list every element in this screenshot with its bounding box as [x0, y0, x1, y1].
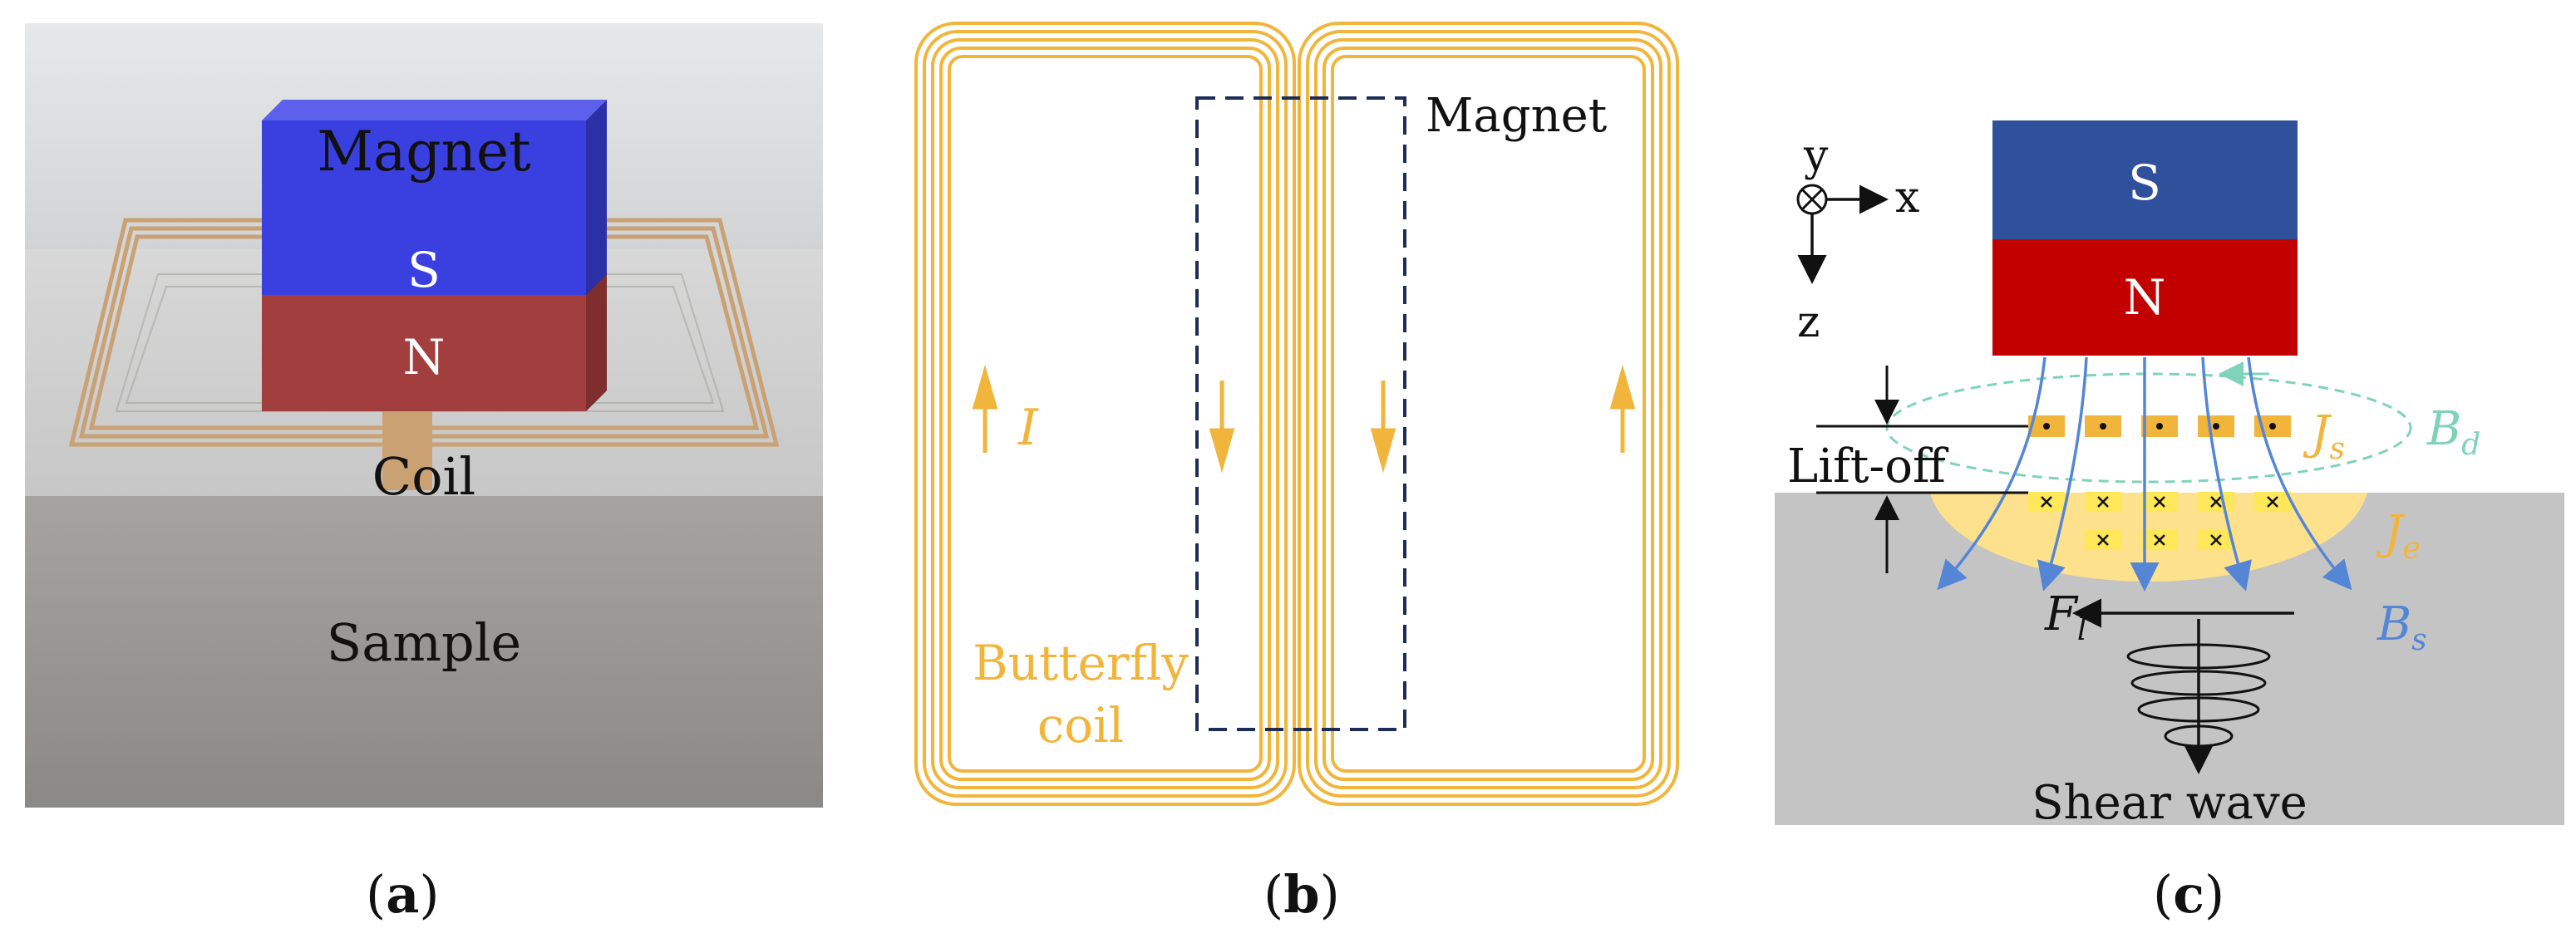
lorentz-force-label: Fl	[2044, 587, 2086, 647]
coil-label-line2: coil	[1037, 697, 1125, 754]
y-axis-label: y	[1803, 131, 1829, 181]
panel-b-illustration: Magnet I Butterfly coil	[914, 22, 1679, 806]
shear-wave-label: Shear wave	[2032, 776, 2308, 830]
sample-label: Sample	[327, 612, 521, 673]
caption-a: (a)	[366, 864, 440, 925]
current-arrowhead-up-right	[1609, 364, 1636, 410]
shear-wave-spiral	[2126, 643, 2271, 748]
coil-label: Coil	[372, 446, 475, 507]
butterfly-coil-left-loop	[914, 22, 1296, 806]
south-pole-label: S	[2128, 155, 2161, 211]
coil-label-line1: Butterfly	[973, 635, 1189, 691]
north-pole-label: N	[2124, 269, 2166, 326]
dynamic-field-label: Bd	[2426, 402, 2480, 462]
magnet-outline-dashed	[1195, 96, 1406, 731]
caption-c: (c)	[2153, 864, 2225, 925]
magnet-label: Magnet	[1426, 89, 1608, 143]
panel-a-illustration: Magnet S N Coil Sample	[25, 23, 823, 808]
north-pole-label: N	[403, 329, 446, 386]
magnet-south	[1992, 120, 2298, 239]
panel-c-illustration: S N y x z	[1775, 120, 2564, 830]
static-field-lines	[1937, 356, 2352, 592]
magnet-3d	[262, 100, 607, 411]
coil-current-label: Js	[2303, 406, 2345, 466]
panel-a: Magnet S N Coil Sample	[25, 0, 823, 831]
static-field-label: Bs	[2377, 597, 2427, 657]
caption-b: (b)	[1263, 864, 1340, 925]
sample-block	[25, 496, 823, 808]
liftoff-dimension	[1816, 366, 2028, 573]
current-label: I	[1017, 399, 1039, 457]
current-arrowhead-down-center-right	[1370, 428, 1396, 474]
butterfly-coil-right-loop	[1298, 22, 1679, 806]
current-in-crosses	[2041, 496, 2278, 546]
current-arrowhead-down-center-left	[1209, 428, 1235, 474]
z-axis-label: z	[1797, 297, 1820, 347]
coordinate-axes: y x z	[1796, 131, 1919, 347]
current-arrowhead-up-left	[972, 364, 998, 410]
panel-b: Magnet I Butterfly coil	[906, 0, 1687, 831]
magnet-label: Magnet	[317, 120, 530, 184]
current-out-dots	[2043, 423, 2276, 430]
liftoff-label: Lift-off	[1787, 440, 1949, 494]
dynamic-field-loop	[1885, 372, 2412, 484]
current-arrows	[972, 364, 1636, 474]
panel-c: S N y x z	[1737, 0, 2569, 831]
magnet-north	[1992, 239, 2298, 356]
south-pole-label: S	[407, 242, 441, 298]
x-axis-label: x	[1895, 173, 1919, 223]
